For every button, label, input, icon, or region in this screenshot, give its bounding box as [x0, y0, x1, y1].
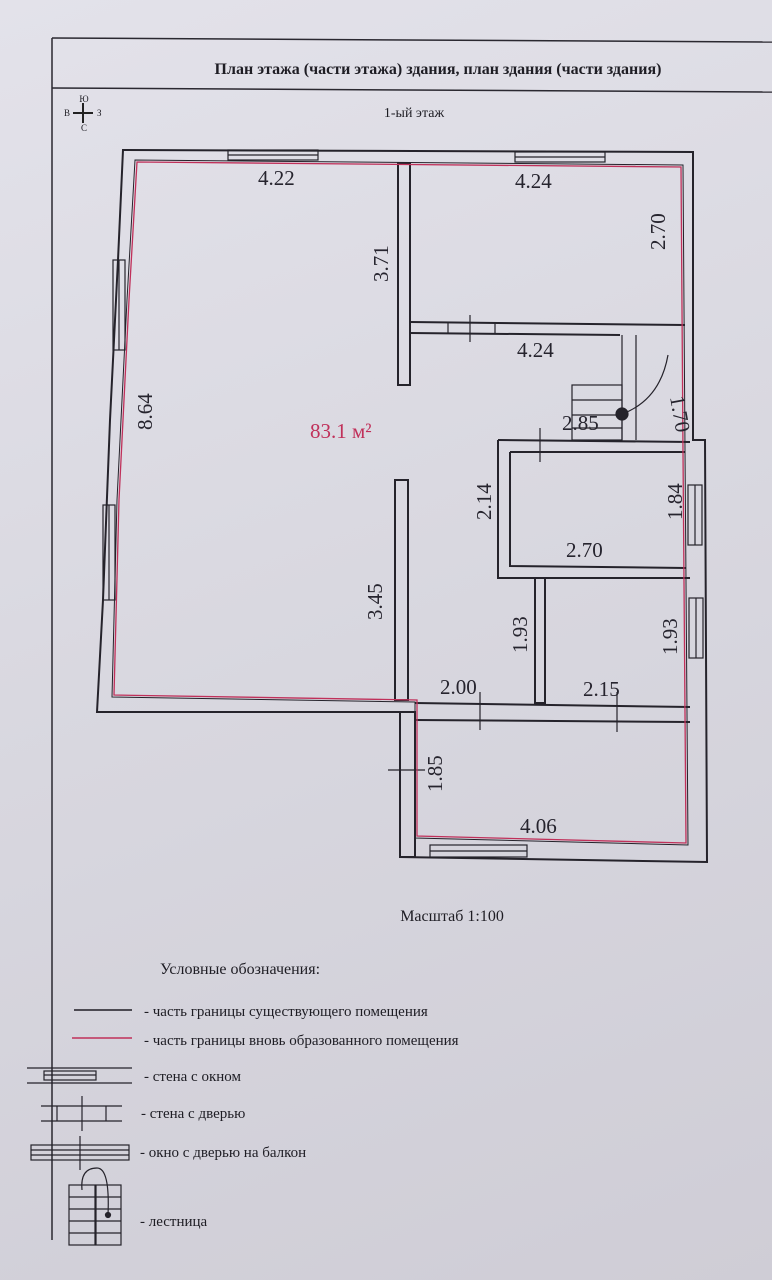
dim-label: 1.93 — [508, 616, 532, 653]
dim-label: 1.70 — [665, 394, 695, 434]
dim-label: 3.71 — [369, 245, 393, 282]
dim-label: 4.24 — [517, 338, 554, 362]
dim-label: 1.84 — [663, 483, 687, 520]
floor-label: 1-ый этаж — [384, 106, 445, 121]
compass-south: С — [81, 123, 87, 133]
compass-east: З — [97, 108, 102, 118]
stairs-icon — [571, 335, 669, 441]
dim-label: 8.64 — [133, 393, 157, 430]
sheet-frame — [51, 37, 772, 1240]
dim-label: 2.15 — [583, 677, 620, 701]
dim-label: 3.45 — [363, 583, 387, 620]
compass-north: Ю — [79, 94, 88, 104]
new-room-boundary — [113, 161, 687, 844]
scale-label: Масштаб 1:100 — [400, 908, 504, 925]
legend-stairs-icon — [68, 1167, 122, 1246]
existing-walls — [95, 148, 709, 864]
legend-item: - окно с дверью на балкон — [140, 1145, 306, 1161]
legend-balcony-door-icon — [30, 1136, 130, 1170]
legend-item: - стена с дверью — [141, 1106, 245, 1122]
legend-item: - часть границы существующего помещения — [144, 1004, 428, 1020]
dim-label: 1.85 — [423, 755, 447, 792]
dim-label: 4.24 — [515, 169, 552, 193]
dim-label: 2.70 — [646, 213, 670, 250]
dim-label: 4.06 — [520, 814, 557, 838]
dim-label: 4.22 — [258, 166, 295, 190]
legend-door-wall-icon — [41, 1096, 122, 1131]
sheet-title: План этажа (части этажа) здания, план зд… — [215, 61, 662, 78]
legend-item: - стена с окном — [144, 1069, 241, 1085]
doors — [388, 315, 618, 771]
dim-label: 1.93 — [658, 618, 682, 655]
compass-west: В — [64, 108, 70, 118]
dim-label: 2.85 — [562, 411, 599, 435]
dim-label: 2.70 — [566, 538, 603, 562]
legend-item: - лестница — [140, 1214, 208, 1230]
area-label: 83.1 м² — [310, 419, 372, 443]
compass-icon: Ю С З В — [64, 94, 102, 133]
legend-window-wall-icon — [27, 1067, 132, 1084]
legend-item: - часть границы вновь образованного поме… — [144, 1033, 459, 1049]
windows — [102, 149, 704, 858]
legend-title: Условные обозначения: — [160, 961, 320, 978]
dim-label: 2.14 — [472, 483, 496, 520]
dim-label: 2.00 — [440, 675, 477, 699]
